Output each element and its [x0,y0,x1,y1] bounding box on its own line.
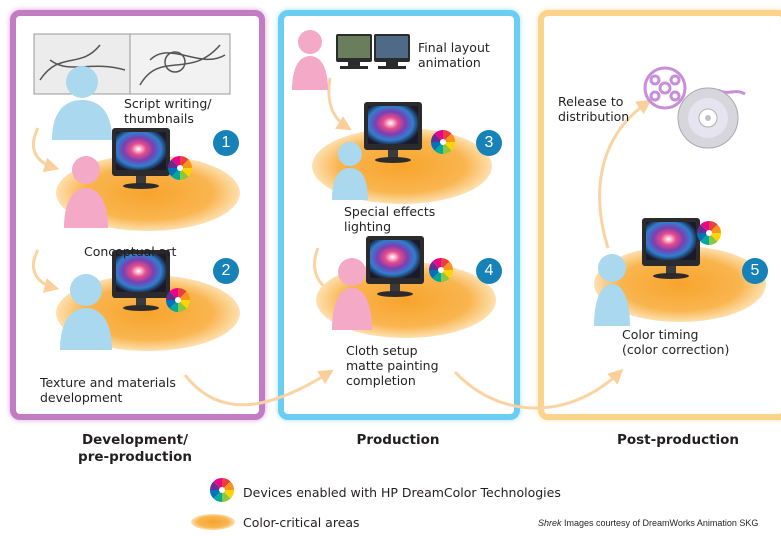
person-texture [60,274,112,350]
heading-development: Development/ pre-production [78,432,192,465]
flow-arrow-prod-to-post [453,368,624,410]
step-badge-3: 3 [476,130,502,156]
dreamcolor-icon-2 [165,287,191,313]
step-badge-4: 4 [476,258,502,284]
dual-monitor-icon [336,34,410,69]
image-credit: Shrek Images courtesy of DreamWorks Anim… [538,518,758,529]
legend-dreamcolor-text: Devices enabled with HP DreamColor Techn… [243,485,561,500]
person-effects [332,142,368,200]
legend-dreamcolor-icon [209,477,235,503]
legend-critical-text: Color-critical areas [243,515,360,530]
flow-arrow-dev-to-prod [183,369,334,407]
step-badge-5: 5 [742,258,768,284]
legend-critical-swatch [191,514,235,530]
step-badge-1: 1 [213,130,239,156]
person-layout [292,30,328,90]
person-writer [52,66,112,140]
step-label-conceptual-art: Conceptual art [84,244,177,259]
film-reel-icon [643,66,746,110]
step-label-color-timing: Color timing (color correction) [622,327,730,357]
step-badge-2: 2 [213,258,239,284]
credit-text: Images courtesy of DreamWorks Animation … [561,518,759,528]
disc-icon [677,87,739,149]
credit-title: Shrek [538,518,562,528]
flow-arrow-2 [32,249,60,293]
step-label-texture-materials: Texture and materials development [40,375,176,405]
person-cloth [332,258,372,330]
person-artist [64,156,108,228]
step-label-final-layout: Final layout animation [418,40,490,70]
dreamcolor-icon-4 [428,257,454,283]
person-colorist [594,254,630,326]
heading-production: Production [356,432,440,448]
flow-arrow-5 [598,99,652,249]
storyboard-sketch-image [33,33,231,95]
dreamcolor-icon-5 [696,220,722,246]
flow-arrow-3 [327,77,352,131]
step-label-script-writing: Script writing/ thumbnails [124,96,212,126]
step-label-special-effects: Special effects lighting [344,204,436,234]
critical-area-5 [594,246,766,322]
dreamcolor-icon-1 [167,155,193,181]
step-label-release: Release to distribution [558,94,630,124]
step-label-cloth-setup: Cloth setup matte painting completion [346,343,439,388]
flow-arrow-1 [32,127,60,173]
heading-post-production: Post-production [616,432,740,448]
dreamcolor-icon-3 [430,129,456,155]
